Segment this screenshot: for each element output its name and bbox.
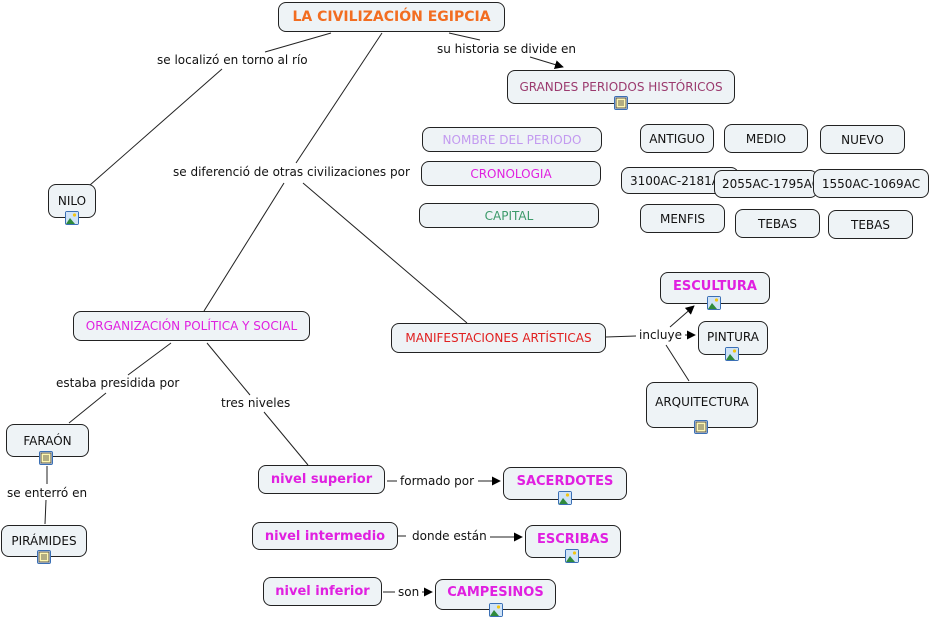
link-niveles-superior: [263, 411, 309, 466]
image-resource-icon[interactable]: [65, 211, 79, 225]
concept-nivel-intermedio[interactable]: nivel intermedio: [252, 522, 398, 550]
concept-pintura-label: PINTURA: [707, 330, 759, 344]
image-resource-icon[interactable]: [707, 296, 721, 310]
concept-organizacion[interactable]: ORGANIZACIÓN POLÍTICA Y SOCIAL: [73, 311, 310, 341]
image-resource-icon[interactable]: [725, 347, 739, 361]
concept-organizacion-label: ORGANIZACIÓN POLÍTICA Y SOCIAL: [85, 319, 298, 333]
linking-phrase-son: son: [397, 585, 421, 599]
concept-nuevo[interactable]: NUEVO: [820, 125, 905, 154]
concept-nivel-inferior[interactable]: nivel inferior: [263, 577, 382, 606]
link-diferencio-organizacion: [203, 182, 285, 312]
concept-cap-antiguo-label: MENFIS: [660, 211, 705, 226]
concept-capital[interactable]: CAPITAL: [419, 203, 599, 228]
image-resource-icon[interactable]: [489, 603, 503, 617]
concept-escultura-label: ESCULTURA: [673, 279, 757, 294]
concept-escribas-label: ESCRIBAS: [537, 532, 609, 547]
concept-campesinos-label: CAMPESINOS: [447, 585, 544, 600]
concept-crono-nuevo-label: 1550AC-1069AC: [821, 176, 921, 191]
concept-campesinos[interactable]: CAMPESINOS: [435, 579, 556, 610]
concept-medio[interactable]: MEDIO: [724, 124, 808, 153]
concept-crono-medio[interactable]: 2055AC-1795AC: [714, 170, 818, 198]
concept-capital-label: CAPITAL: [484, 208, 534, 223]
linking-phrase-historia: su historia se divide en: [436, 42, 577, 56]
concept-cronologia-label: CRONOLOGIA: [470, 166, 552, 181]
linking-phrase-localizo: se localizó en torno al río: [156, 53, 309, 67]
concept-cap-medio[interactable]: TEBAS: [735, 209, 820, 238]
link-localizo-nilo: [89, 68, 223, 186]
linking-phrase-presidida: estaba presidida por: [55, 376, 181, 390]
concept-antiguo[interactable]: ANTIGUO: [640, 124, 714, 153]
link-enterro-piramides: [44, 499, 47, 525]
link-organizacion-presidida: [127, 342, 172, 376]
concept-piramides-label: PIRÁMIDES: [11, 534, 77, 548]
image-resource-icon[interactable]: [565, 549, 579, 563]
link-historia-periodos: [529, 56, 564, 69]
link-title-historia: [448, 32, 481, 41]
concept-nombre-periodo[interactable]: NOMBRE DEL PERIODO: [422, 127, 602, 152]
concept-nivel-intermedio-label: nivel intermedio: [264, 528, 386, 544]
document-resource-icon[interactable]: [694, 420, 708, 434]
linking-phrase-enterro: se enterró en: [6, 486, 89, 500]
concept-nuevo-label: NUEVO: [841, 132, 884, 147]
concept-escultura[interactable]: ESCULTURA: [660, 272, 770, 304]
concept-arquitectura[interactable]: ARQUITECTURA: [646, 382, 758, 428]
link-incluye-escultura: [669, 305, 695, 328]
concept-nivel-superior[interactable]: nivel superior: [258, 465, 385, 494]
link-title-diferencio: [295, 32, 383, 164]
concept-manifestaciones-label: MANIFESTACIONES ARTÍSTICAS: [405, 331, 592, 345]
concept-manifestaciones[interactable]: MANIFESTACIONES ARTÍSTICAS: [391, 323, 606, 353]
concept-crono-antiguo-label: 3100AC-2181AC: [630, 173, 729, 188]
linking-phrase-incluye: incluye: [638, 328, 683, 342]
concept-cap-nuevo-label: TEBAS: [851, 217, 890, 232]
concept-nivel-inferior-label: nivel inferior: [275, 584, 370, 599]
link-diferencio-manifestaciones: [302, 182, 468, 324]
link-presidida-faraon: [68, 392, 107, 424]
concept-nombre-periodo-label: NOMBRE DEL PERIODO: [442, 132, 582, 147]
linking-phrase-tres-niveles: tres niveles: [220, 396, 292, 410]
link-manifestaciones-incluye: [605, 335, 637, 338]
document-resource-icon[interactable]: [39, 451, 53, 465]
image-resource-icon[interactable]: [558, 491, 572, 505]
document-resource-icon[interactable]: [37, 550, 51, 564]
concept-crono-medio-label: 2055AC-1795AC: [722, 177, 818, 191]
concept-title-label: LA CIVILIZACIÓN EGIPCIA: [292, 9, 491, 25]
concept-antiguo-label: ANTIGUO: [649, 131, 705, 146]
concept-faraon-label: FARAÓN: [23, 433, 72, 448]
concept-medio-label: MEDIO: [745, 131, 787, 146]
document-resource-icon[interactable]: [614, 96, 628, 110]
concept-cap-nuevo[interactable]: TEBAS: [828, 210, 913, 239]
concept-cap-antiguo[interactable]: MENFIS: [640, 204, 725, 233]
concept-grandes-periodos-label: GRANDES PERIODOS HISTÓRICOS: [519, 80, 723, 94]
concept-sacerdotes-label: SACERDOTES: [516, 474, 614, 489]
concept-title[interactable]: LA CIVILIZACIÓN EGIPCIA: [278, 2, 505, 32]
concept-crono-nuevo[interactable]: 1550AC-1069AC: [813, 169, 929, 198]
linking-phrase-diferencio: se diferenció de otras civilizaciones po…: [172, 165, 411, 179]
linking-phrase-donde-estan: donde están: [411, 529, 488, 543]
concept-nilo-label: NILO: [57, 194, 87, 208]
concept-cap-medio-label: TEBAS: [758, 216, 797, 231]
link-incluye-arquitectura: [665, 344, 690, 382]
link-title-localizo: [264, 32, 332, 53]
concept-nivel-superior-label: nivel superior: [270, 472, 373, 487]
linking-phrase-formado-por: formado por: [399, 474, 475, 488]
link-organizacion-niveles: [206, 342, 251, 396]
concept-arquitectura-label: ARQUITECTURA: [655, 395, 749, 409]
concept-cronologia[interactable]: CRONOLOGIA: [421, 161, 601, 186]
